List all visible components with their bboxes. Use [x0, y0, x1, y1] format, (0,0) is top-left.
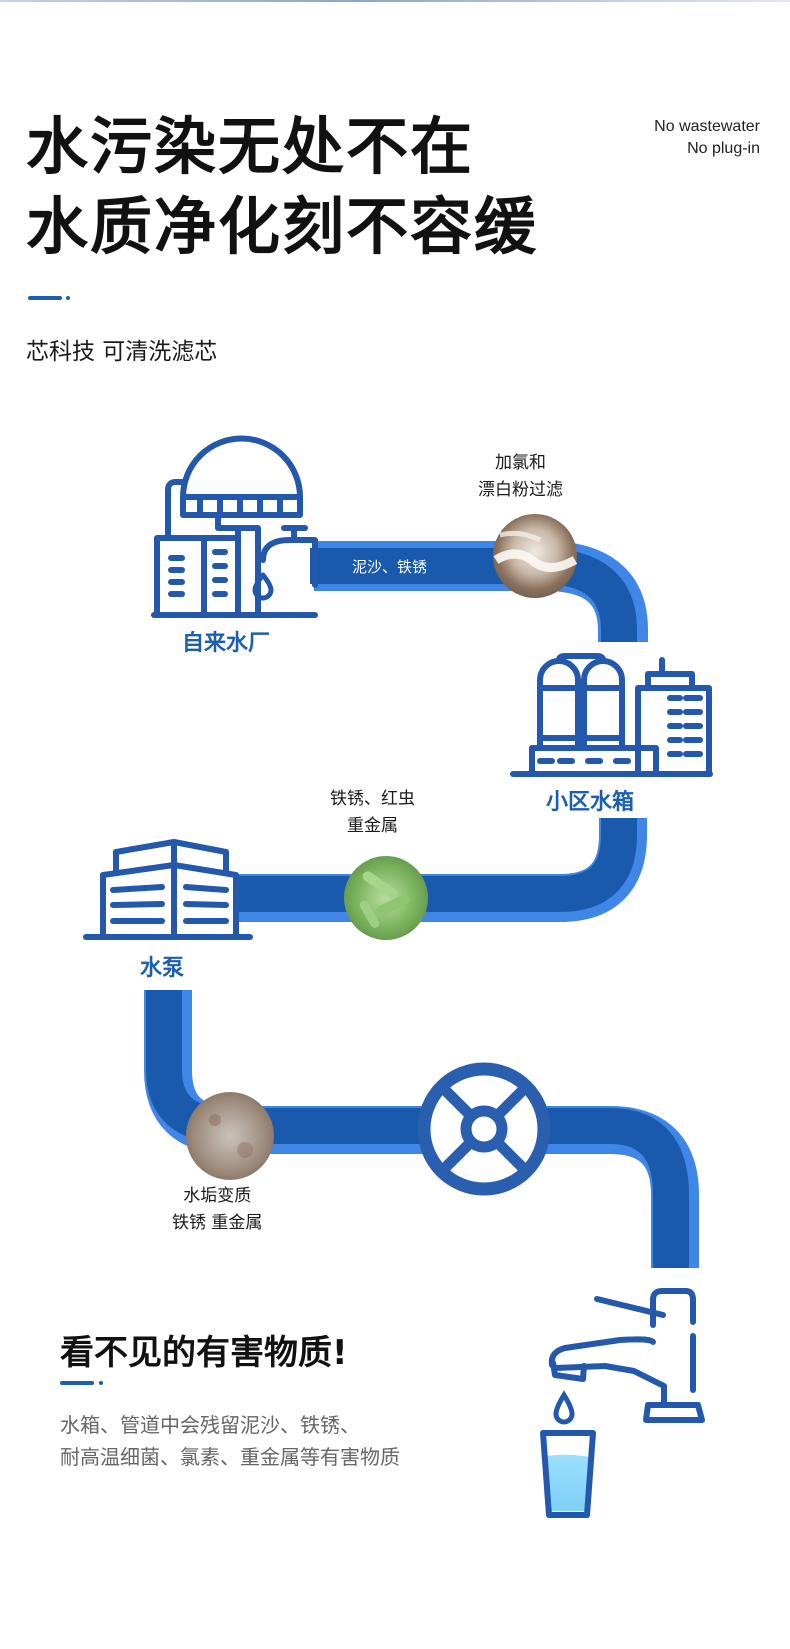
community-water-tank-icon [510, 653, 713, 777]
subtitle: 芯科技 可清洗滤芯 [26, 339, 218, 365]
contaminant-note-3: 水垢变质 铁锈 重金属 [172, 1183, 262, 1237]
note-2-line-2: 重金属 [347, 816, 398, 836]
bottom-title: 看不见的有害物质! [60, 1333, 348, 1373]
accent-dot [66, 296, 70, 300]
scale-rust-photo [186, 1092, 274, 1180]
top-border [0, 0, 790, 2]
headline-line-1: 水污染无处不在 [26, 110, 475, 183]
accent-dash [28, 296, 62, 300]
note-2-line-1: 铁锈、红虫 [330, 789, 415, 809]
valve-wheel-icon [417, 1062, 551, 1196]
tagline: No wastewater No plug-in [654, 116, 760, 160]
bottom-description: 水箱、管道中会残留泥沙、铁锈、 耐高温细菌、氯素、重金属等有害物质 [60, 1409, 400, 1473]
pipe-segment-2 [236, 818, 647, 922]
note-1-line-1: 加氯和 [495, 453, 546, 473]
tagline-line-2: No plug-in [687, 140, 760, 157]
station-label-community-tank: 小区水箱 [546, 790, 635, 815]
bottom-accent-dot [99, 1381, 103, 1385]
tagline-line-1: No wastewater [654, 118, 760, 135]
bottom-accent-dash [60, 1381, 94, 1385]
contaminant-note-2: 铁锈、红虫 重金属 [330, 786, 415, 840]
green-bacteria-photo [344, 856, 428, 940]
note-3-line-2: 铁锈 重金属 [172, 1213, 263, 1233]
pipe-segment-1 [310, 541, 648, 642]
water-pump-building-icon [83, 839, 253, 940]
pipe-label: 泥沙、铁锈 [352, 558, 428, 576]
water-glass-icon [540, 1430, 596, 1518]
note-3-line-1: 水垢变质 [183, 1186, 252, 1206]
station-label-water-pump: 水泵 [140, 956, 185, 981]
headline-line-2: 水质净化刻不容缓 [26, 190, 539, 263]
desc-line-2: 耐高温细菌、氯素、重金属等有害物质 [60, 1445, 400, 1469]
faucet-icon [548, 1288, 705, 1423]
desc-line-1: 水箱、管道中会残留泥沙、铁锈、 [60, 1413, 360, 1437]
station-label-water-plant: 自来水厂 [182, 631, 271, 656]
water-plant-icon [151, 435, 318, 618]
foam-sediment-photo [493, 514, 578, 598]
contaminant-note-1: 加氯和 漂白粉过滤 [478, 450, 563, 504]
water-drop-icon [553, 1390, 575, 1425]
note-1-line-2: 漂白粉过滤 [478, 480, 563, 500]
